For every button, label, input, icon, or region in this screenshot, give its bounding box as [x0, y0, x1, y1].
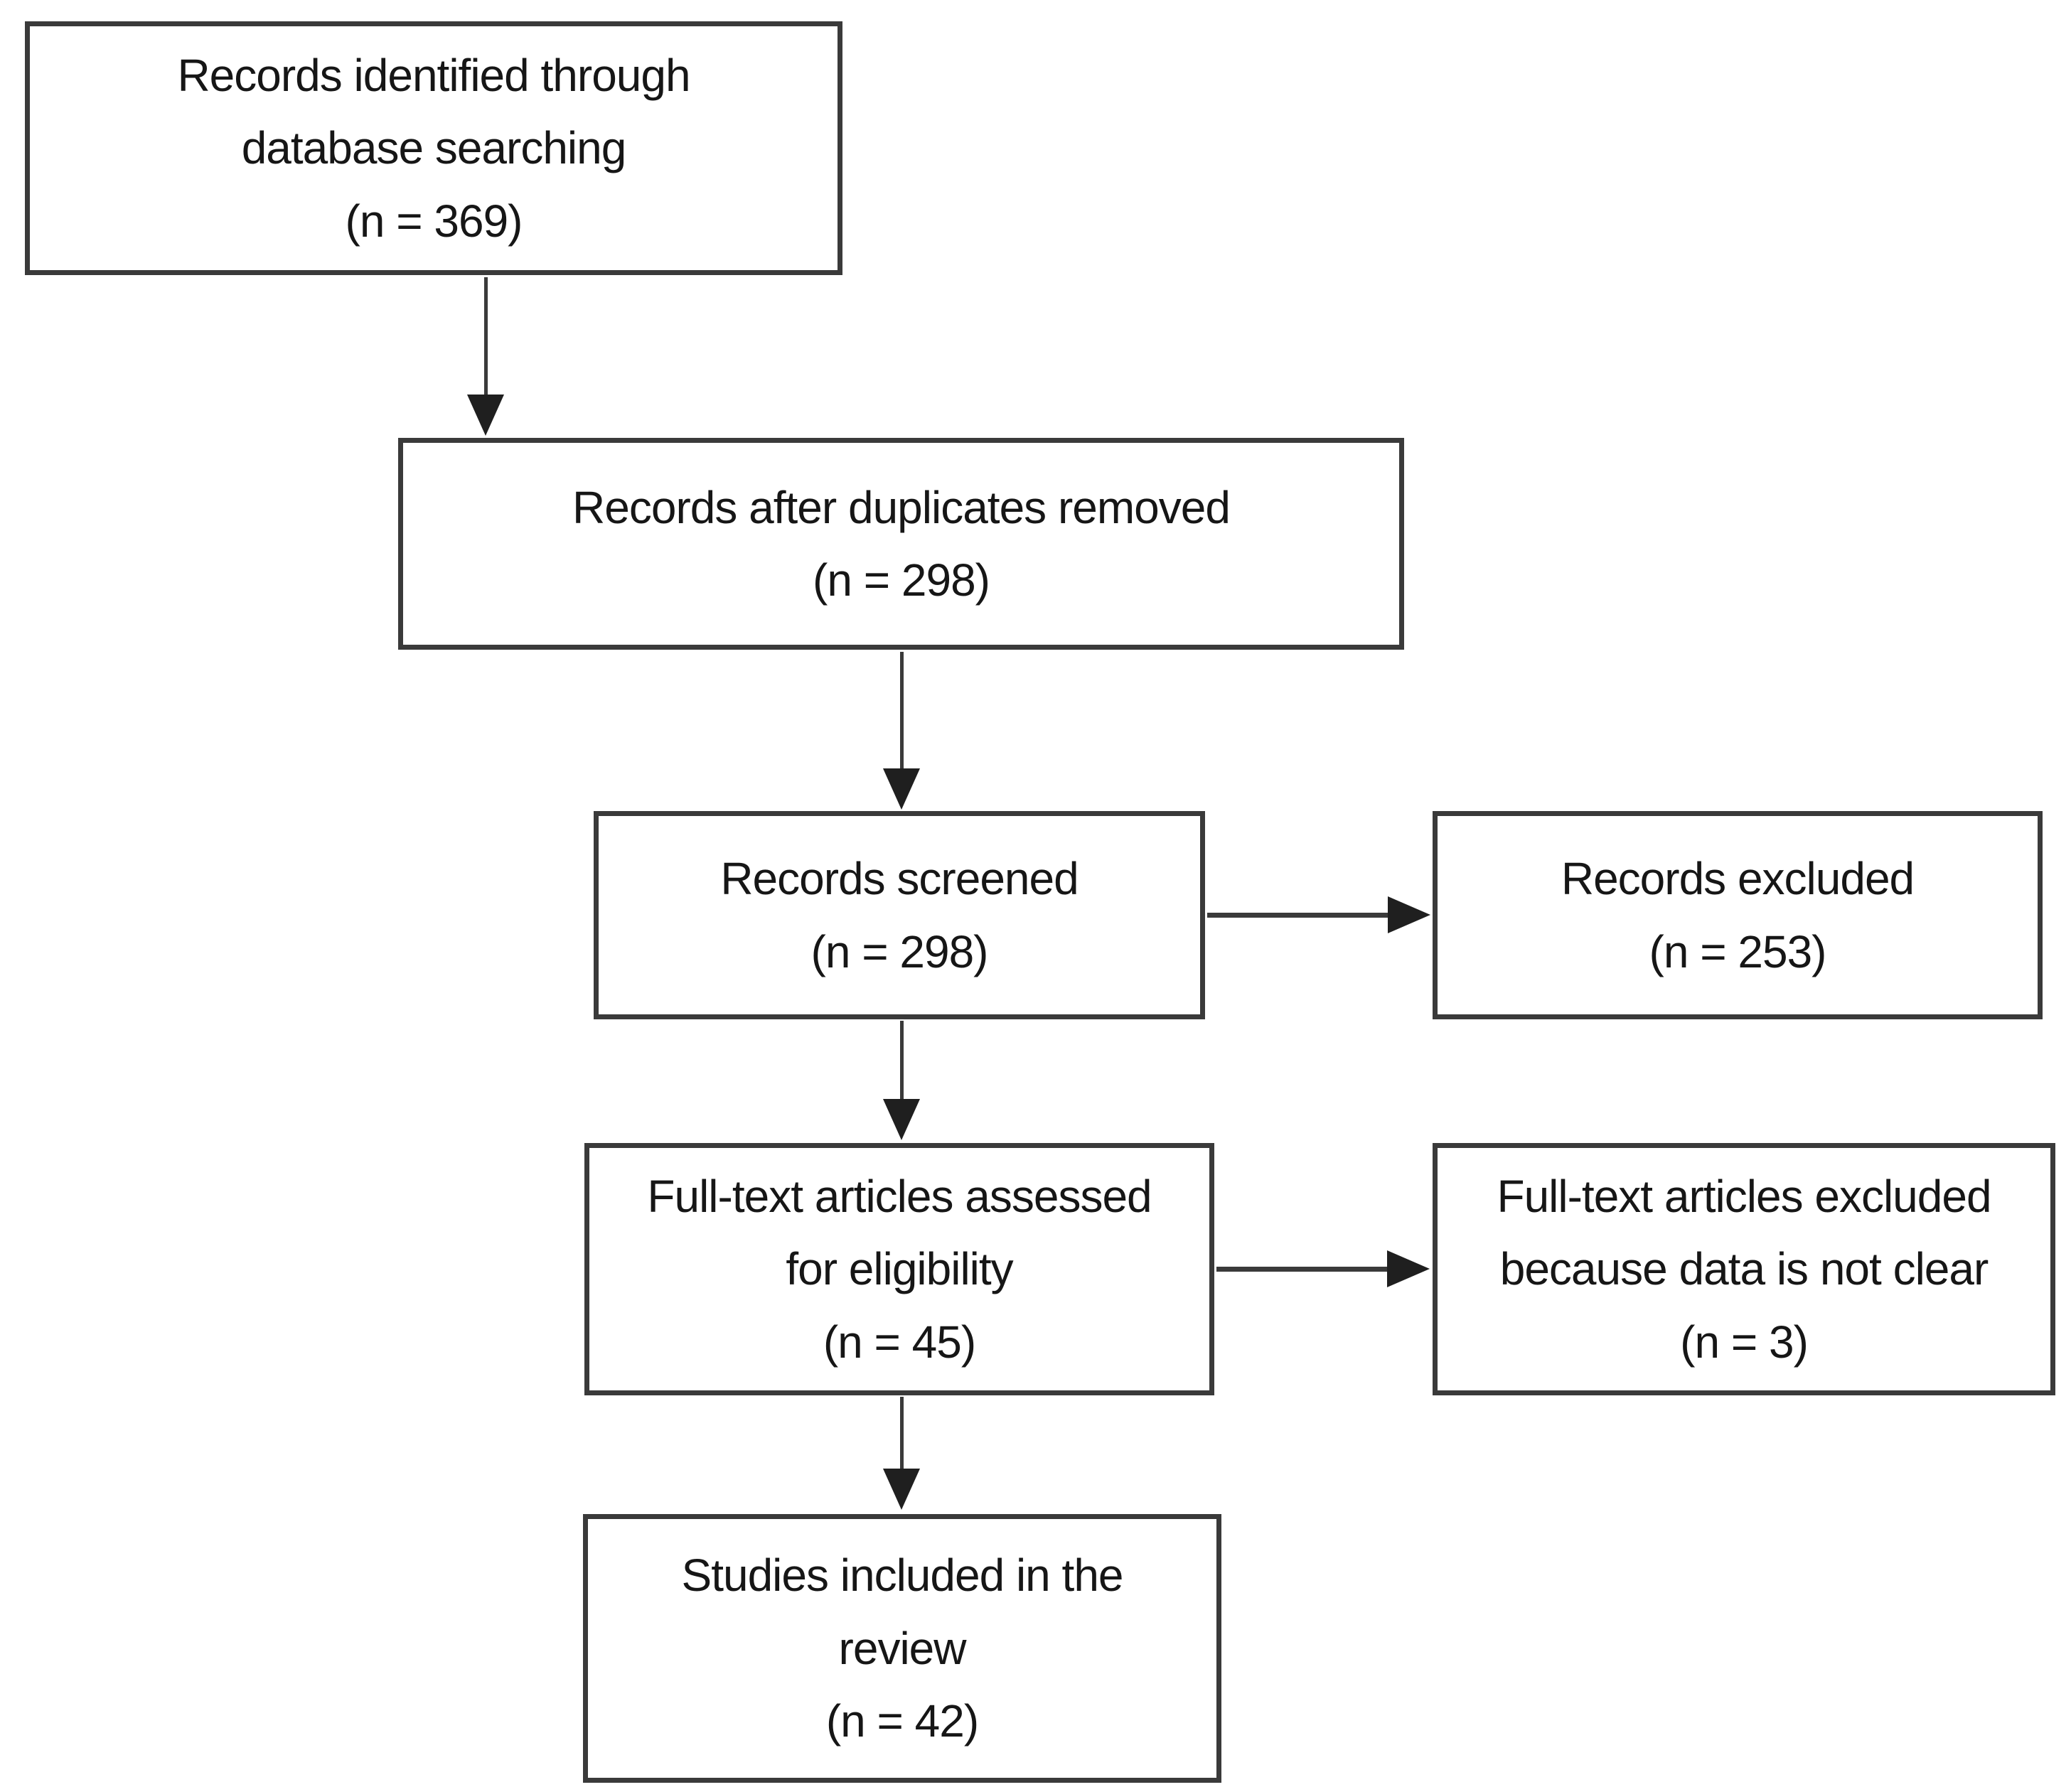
node-fulltext-assessed: Full-text articles assessed for eligibil… — [584, 1143, 1214, 1395]
node-fulltext-excluded-label: Full-text articles excluded because data… — [1497, 1170, 1991, 1368]
node-records-excluded-label: Records excluded (n = 253) — [1561, 853, 1915, 977]
arrowhead-right-icon — [1388, 896, 1430, 933]
arrowhead-down-icon — [883, 1099, 920, 1140]
node-studies-included-label: Studies included in the review (n = 42) — [681, 1550, 1124, 1747]
arrowhead-down-icon — [883, 768, 920, 810]
arrow-screened-to-fulltext — [900, 1021, 904, 1102]
node-records-screened-label: Records screened (n = 298) — [720, 853, 1079, 977]
arrowhead-down-icon — [467, 395, 504, 436]
arrow-identified-to-duplicates — [484, 277, 488, 398]
node-records-excluded: Records excluded (n = 253) — [1433, 811, 2043, 1019]
node-records-identified: Records identified through database sear… — [25, 21, 842, 275]
arrow-duplicates-to-screened — [900, 652, 904, 773]
node-fulltext-excluded: Full-text articles excluded because data… — [1433, 1143, 2055, 1395]
node-fulltext-assessed-label: Full-text articles assessed for eligibil… — [647, 1170, 1152, 1368]
node-duplicates-removed-label: Records after duplicates removed (n = 29… — [572, 481, 1231, 606]
node-studies-included: Studies included in the review (n = 42) — [583, 1514, 1221, 1783]
arrowhead-right-icon — [1387, 1250, 1430, 1287]
arrowhead-down-icon — [883, 1469, 920, 1510]
node-records-identified-label: Records identified through database sear… — [177, 49, 690, 247]
node-records-screened: Records screened (n = 298) — [594, 811, 1205, 1019]
arrow-fulltext-to-excluded — [1216, 1267, 1393, 1272]
arrow-screened-to-excluded — [1207, 913, 1393, 918]
arrow-fulltext-to-included — [900, 1397, 904, 1475]
node-duplicates-removed: Records after duplicates removed (n = 29… — [398, 438, 1404, 650]
